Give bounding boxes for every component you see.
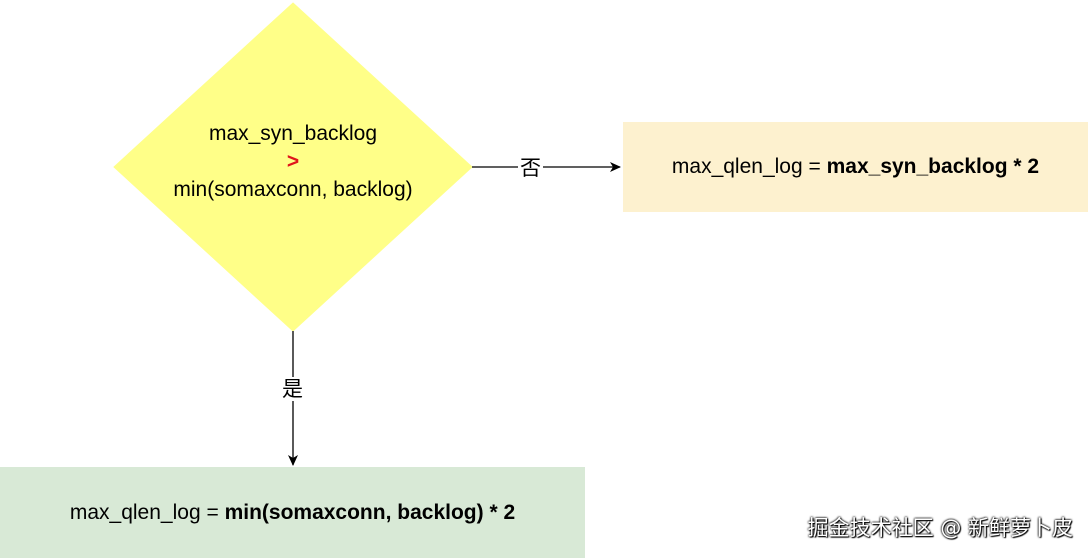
watermark: 掘金技术社区 @ 新鲜萝卜皮 bbox=[807, 516, 1073, 540]
result-yes-suffix: * 2 bbox=[483, 500, 516, 524]
result-no-suffix: * 2 bbox=[1007, 155, 1040, 178]
condition-operator: > bbox=[286, 150, 300, 173]
result-yes-bold: min(somaxconn, backlog) bbox=[224, 500, 484, 524]
condition-left: max_syn_backlog bbox=[208, 122, 378, 145]
condition-right: min(somaxconn, backlog) bbox=[173, 178, 413, 201]
result-no-bold: max_syn_backlog bbox=[826, 155, 1008, 178]
result-no-prefix: max_qlen_log = bbox=[671, 155, 827, 178]
result-yes-prefix: max_qlen_log = bbox=[69, 500, 225, 524]
result-box-no: max_qlen_log = max_syn_backlog * 2 bbox=[623, 122, 1088, 212]
edge-label-yes: 是 bbox=[280, 377, 305, 401]
result-box-yes: max_qlen_log = min(somaxconn, backlog) *… bbox=[0, 467, 585, 558]
edge-label-no: 否 bbox=[518, 156, 543, 180]
decision-condition: max_syn_backlog > min(somaxconn, backlog… bbox=[114, 120, 472, 204]
